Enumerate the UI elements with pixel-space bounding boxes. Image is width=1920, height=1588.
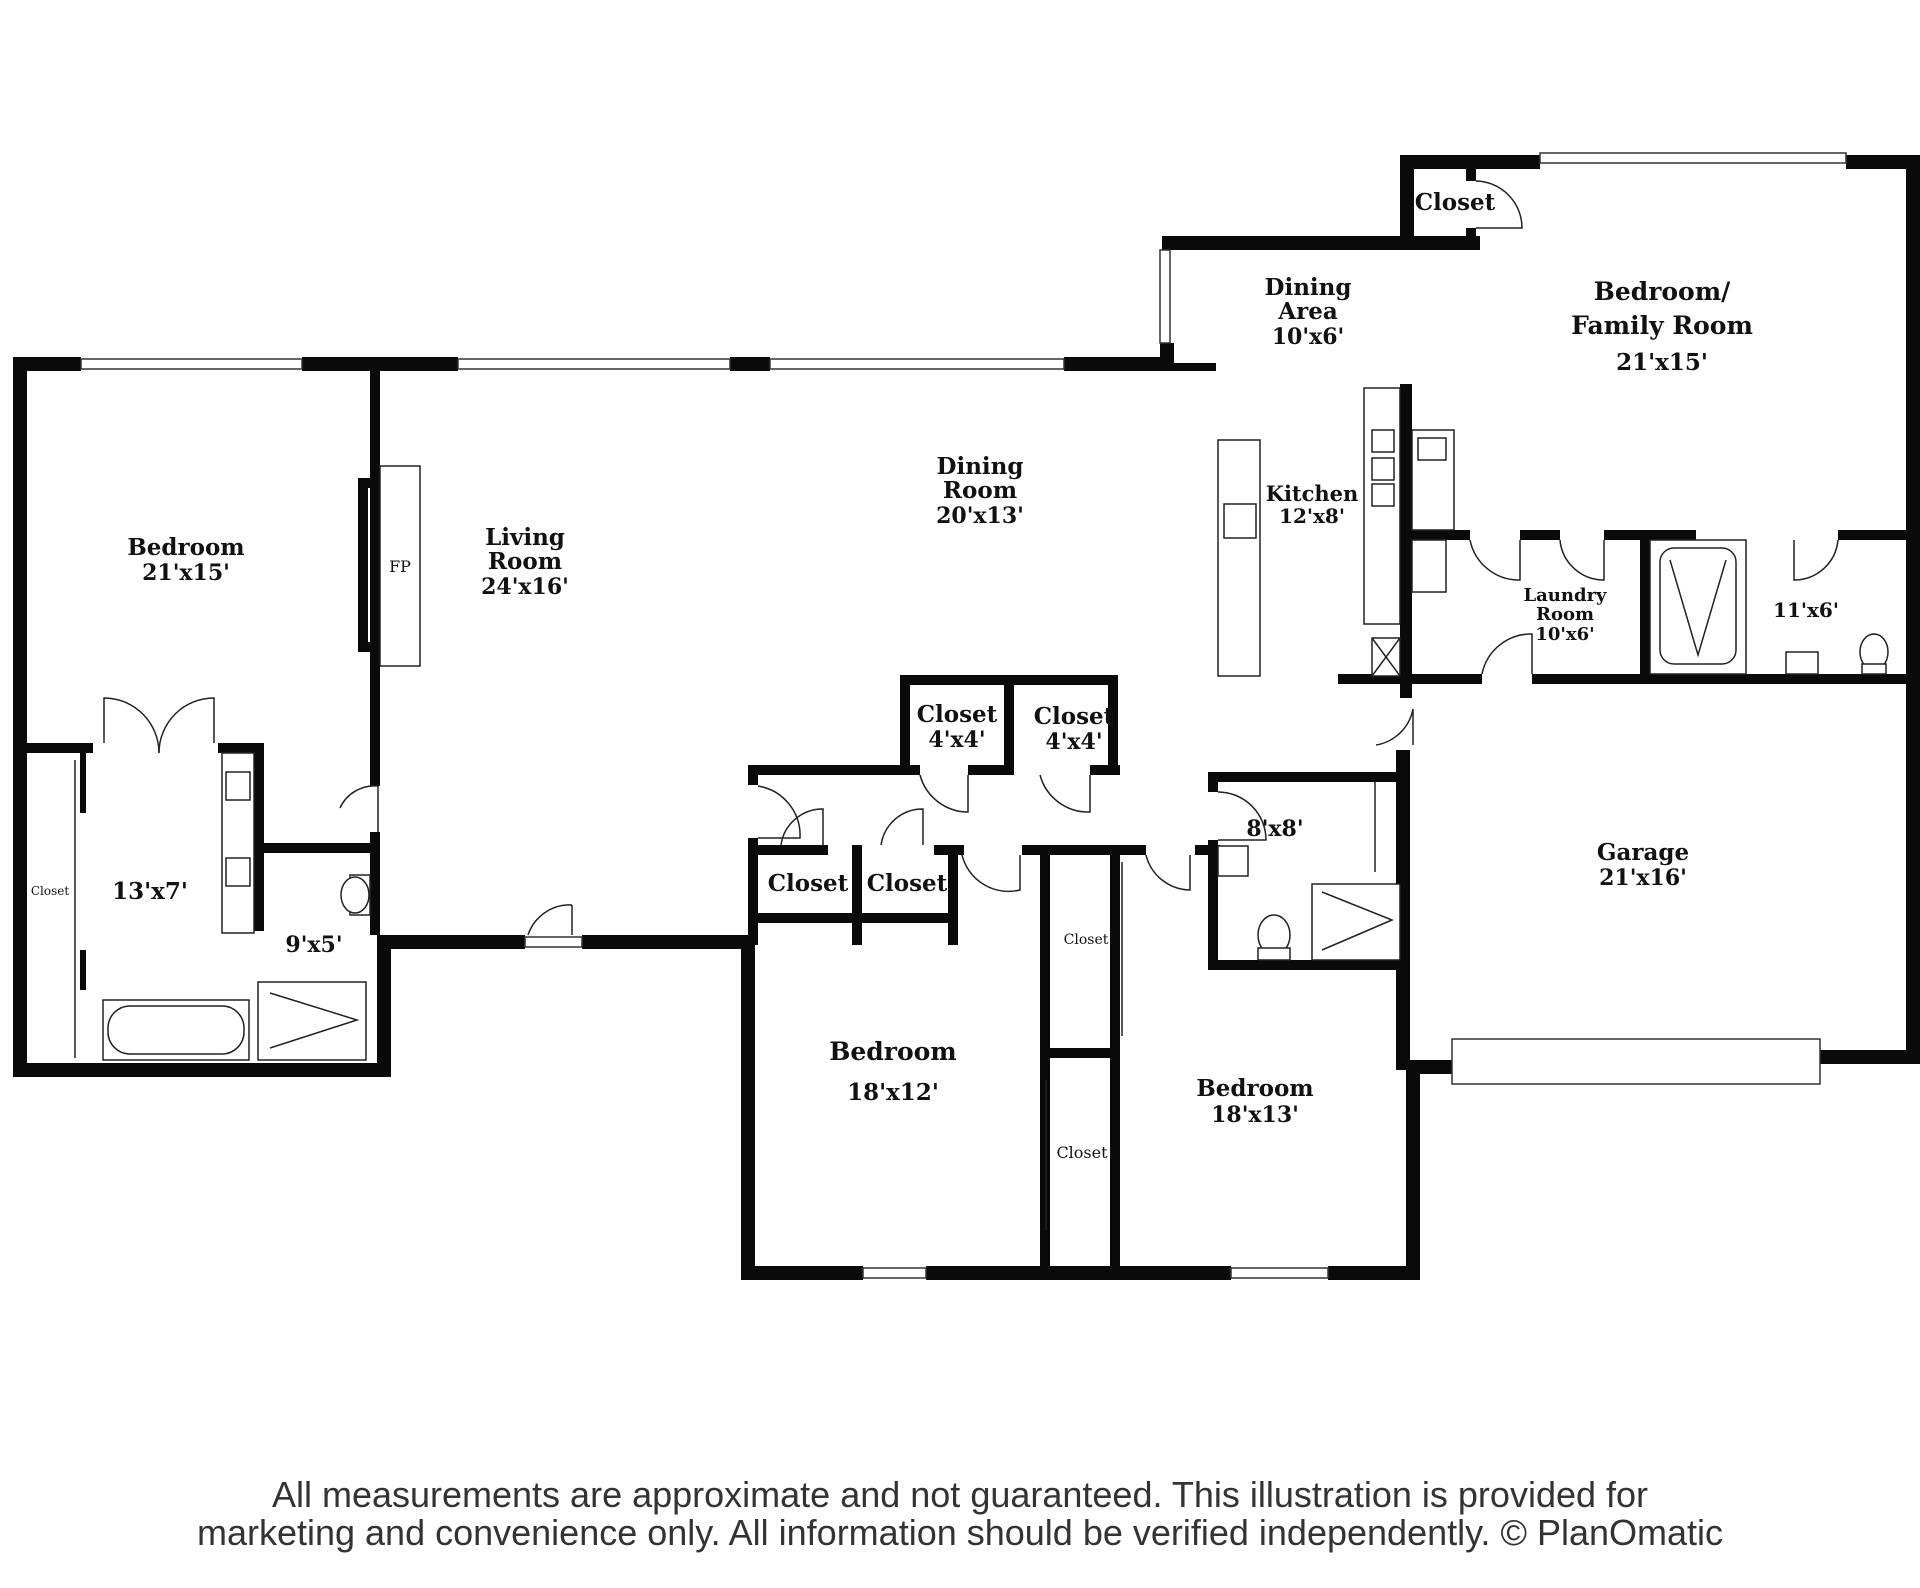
dining-room-name-1: Dining	[937, 453, 1024, 480]
garage-name: Garage	[1597, 839, 1689, 866]
closet-c-name: Closet	[768, 870, 849, 897]
laundry-name-1: Laundry	[1523, 585, 1607, 606]
closet-a-name: Closet	[917, 701, 998, 728]
exterior-walls	[13, 155, 1920, 1280]
closet-e-name: Closet	[1064, 932, 1109, 948]
closet-a-dim: 4'x4'	[928, 727, 985, 753]
dining-room-dim: 20'x13'	[936, 503, 1024, 529]
master-bath-dim: 13'x7'	[112, 878, 188, 905]
top-closet-name: Closet	[1415, 189, 1496, 216]
garage-dim: 21'x16'	[1599, 865, 1687, 891]
room-labels: Bedroom 21'x15' FP Living Room 24'x16' D…	[31, 189, 1839, 1162]
master-bedroom-name: Bedroom	[127, 534, 244, 561]
laundry-name-2: Room	[1536, 604, 1594, 625]
living-room-name-1: Living	[485, 524, 565, 551]
bedroom-2-dim: 18'x12'	[847, 1079, 939, 1106]
kitchen-dim: 12'x8'	[1279, 504, 1345, 528]
dining-area-name-1: Dining	[1265, 274, 1352, 301]
disclaimer: All measurements are approximate and not…	[0, 1476, 1920, 1552]
hall-bath-dim: 8'x8'	[1246, 816, 1303, 842]
doors	[103, 180, 1839, 936]
family-room-name-2: Family Room	[1571, 311, 1753, 340]
toilet-room-dim: 9'x5'	[285, 932, 342, 958]
master-bedroom-dim: 21'x15'	[142, 560, 230, 586]
right-bath-dim: 11'x6'	[1773, 598, 1839, 622]
fireplace-label: FP	[389, 557, 411, 576]
dining-area-name-2: Area	[1277, 298, 1338, 325]
kitchen-name: Kitchen	[1266, 481, 1359, 506]
closet-b-name: Closet	[1034, 703, 1115, 730]
laundry-dim: 10'x6'	[1535, 624, 1594, 645]
bedroom-3-dim: 18'x13'	[1211, 1102, 1299, 1128]
disclaimer-line-1: All measurements are approximate and not…	[271, 1474, 1649, 1515]
closet-f-name: Closet	[1056, 1143, 1108, 1162]
dining-room-name-2: Room	[943, 477, 1017, 504]
living-room-name-2: Room	[488, 548, 562, 575]
closet-d-name: Closet	[867, 870, 948, 897]
fireplace	[379, 465, 421, 667]
bedroom-3-name: Bedroom	[1196, 1075, 1313, 1102]
disclaimer-line-2: marketing and convenience only. All info…	[196, 1512, 1724, 1553]
fixtures	[74, 387, 1889, 1230]
windows	[80, 152, 1847, 1279]
closet-b-dim: 4'x4'	[1045, 729, 1102, 755]
bedroom-2-name: Bedroom	[829, 1037, 957, 1066]
living-room-dim: 24'x16'	[481, 574, 569, 600]
master-closet-name: Closet	[31, 884, 70, 898]
dining-area-dim: 10'x6'	[1272, 324, 1345, 350]
interior-walls	[27, 169, 1920, 1280]
family-room-dim: 21'x15'	[1616, 349, 1708, 376]
family-room-name-1: Bedroom/	[1594, 277, 1731, 306]
